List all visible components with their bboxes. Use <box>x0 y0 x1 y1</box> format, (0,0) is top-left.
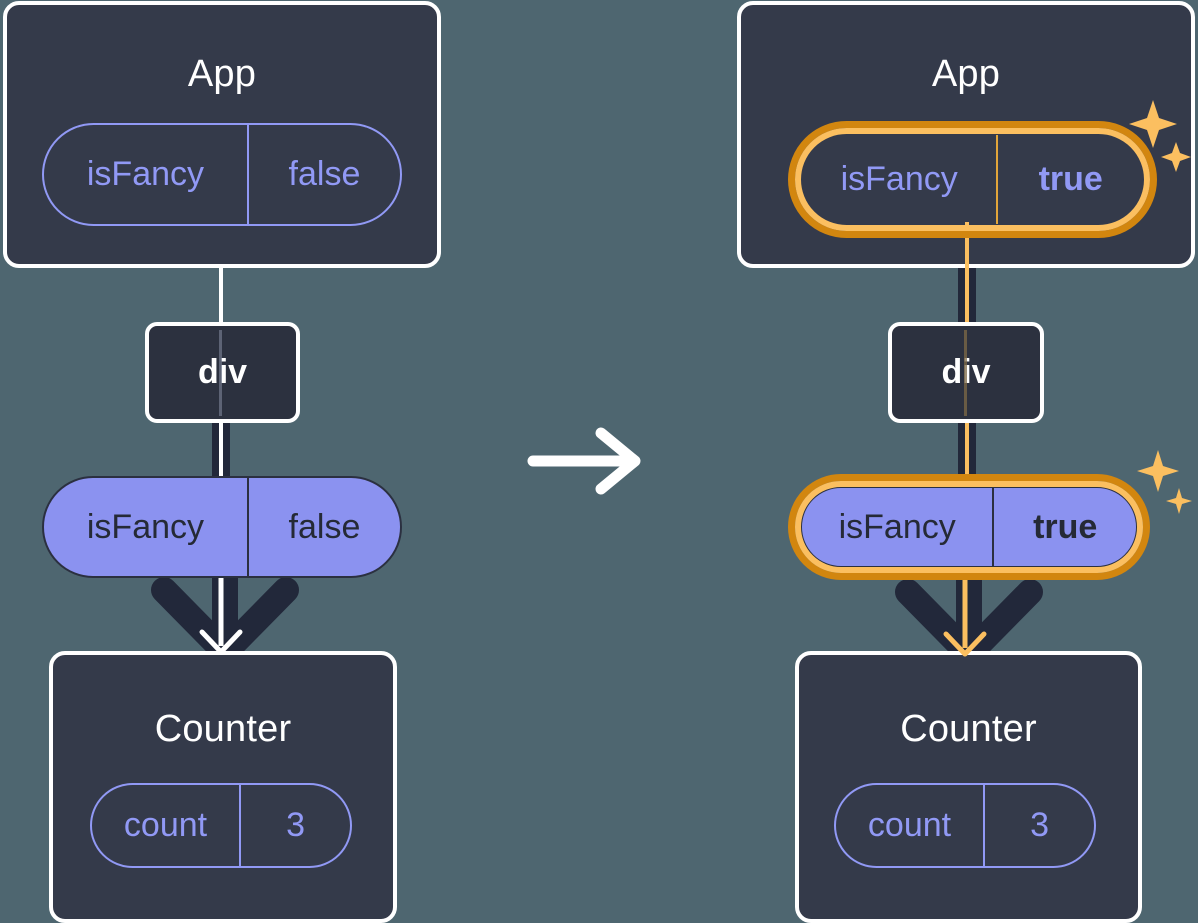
wire-through-div-after <box>964 330 967 416</box>
app-state-pill-value-after: true <box>996 135 1143 224</box>
prop-pill-after: isFancy true <box>800 486 1138 568</box>
div-node-label-before: div <box>197 353 248 391</box>
transition-arrow-right-icon <box>527 427 641 495</box>
app-card-title-before: App <box>187 53 257 95</box>
wire-core-app-to-div-after <box>965 222 969 326</box>
div-node-before: div <box>145 322 300 423</box>
counter-state-pill-after: count 3 <box>834 783 1096 868</box>
prop-pill-key-after: isFancy <box>838 507 956 546</box>
counter-state-pill-before: count 3 <box>90 783 352 868</box>
counter-state-pill-key-after: count <box>867 806 952 844</box>
arrow-core-prop-to-counter-after <box>943 572 987 657</box>
app-state-pill-after: isFancy true <box>800 133 1145 226</box>
sparkles-icon-prop-after <box>1137 450 1192 514</box>
sparkles-icon-app-after <box>1129 100 1191 172</box>
prop-pill-value-before: false <box>246 478 400 576</box>
app-card-title-after: App <box>931 53 1001 95</box>
prop-pill-before: isFancy false <box>42 476 402 578</box>
counter-card-title-before: Counter <box>154 708 292 750</box>
prop-pill-value-after: true <box>992 488 1136 566</box>
wire-core-div-to-prop-before <box>219 418 223 482</box>
wire-through-div-before <box>219 330 222 416</box>
counter-state-pill-key-before: count <box>123 806 208 844</box>
wire-app-to-div-before <box>219 225 223 325</box>
app-state-pill-key-after: isFancy <box>840 160 958 198</box>
app-state-pill-value-before: false <box>246 125 400 224</box>
prop-pill-key-before: isFancy <box>86 507 205 546</box>
wire-core-div-to-prop-after <box>965 418 969 486</box>
app-state-pill-before: isFancy false <box>42 123 402 226</box>
counter-state-pill-value-before: 3 <box>239 785 350 866</box>
app-state-pill-key-before: isFancy <box>86 155 205 193</box>
counter-card-title-after: Counter <box>900 708 1037 750</box>
arrow-core-prop-to-counter-before <box>199 570 243 655</box>
counter-state-pill-value-after: 3 <box>983 785 1094 866</box>
